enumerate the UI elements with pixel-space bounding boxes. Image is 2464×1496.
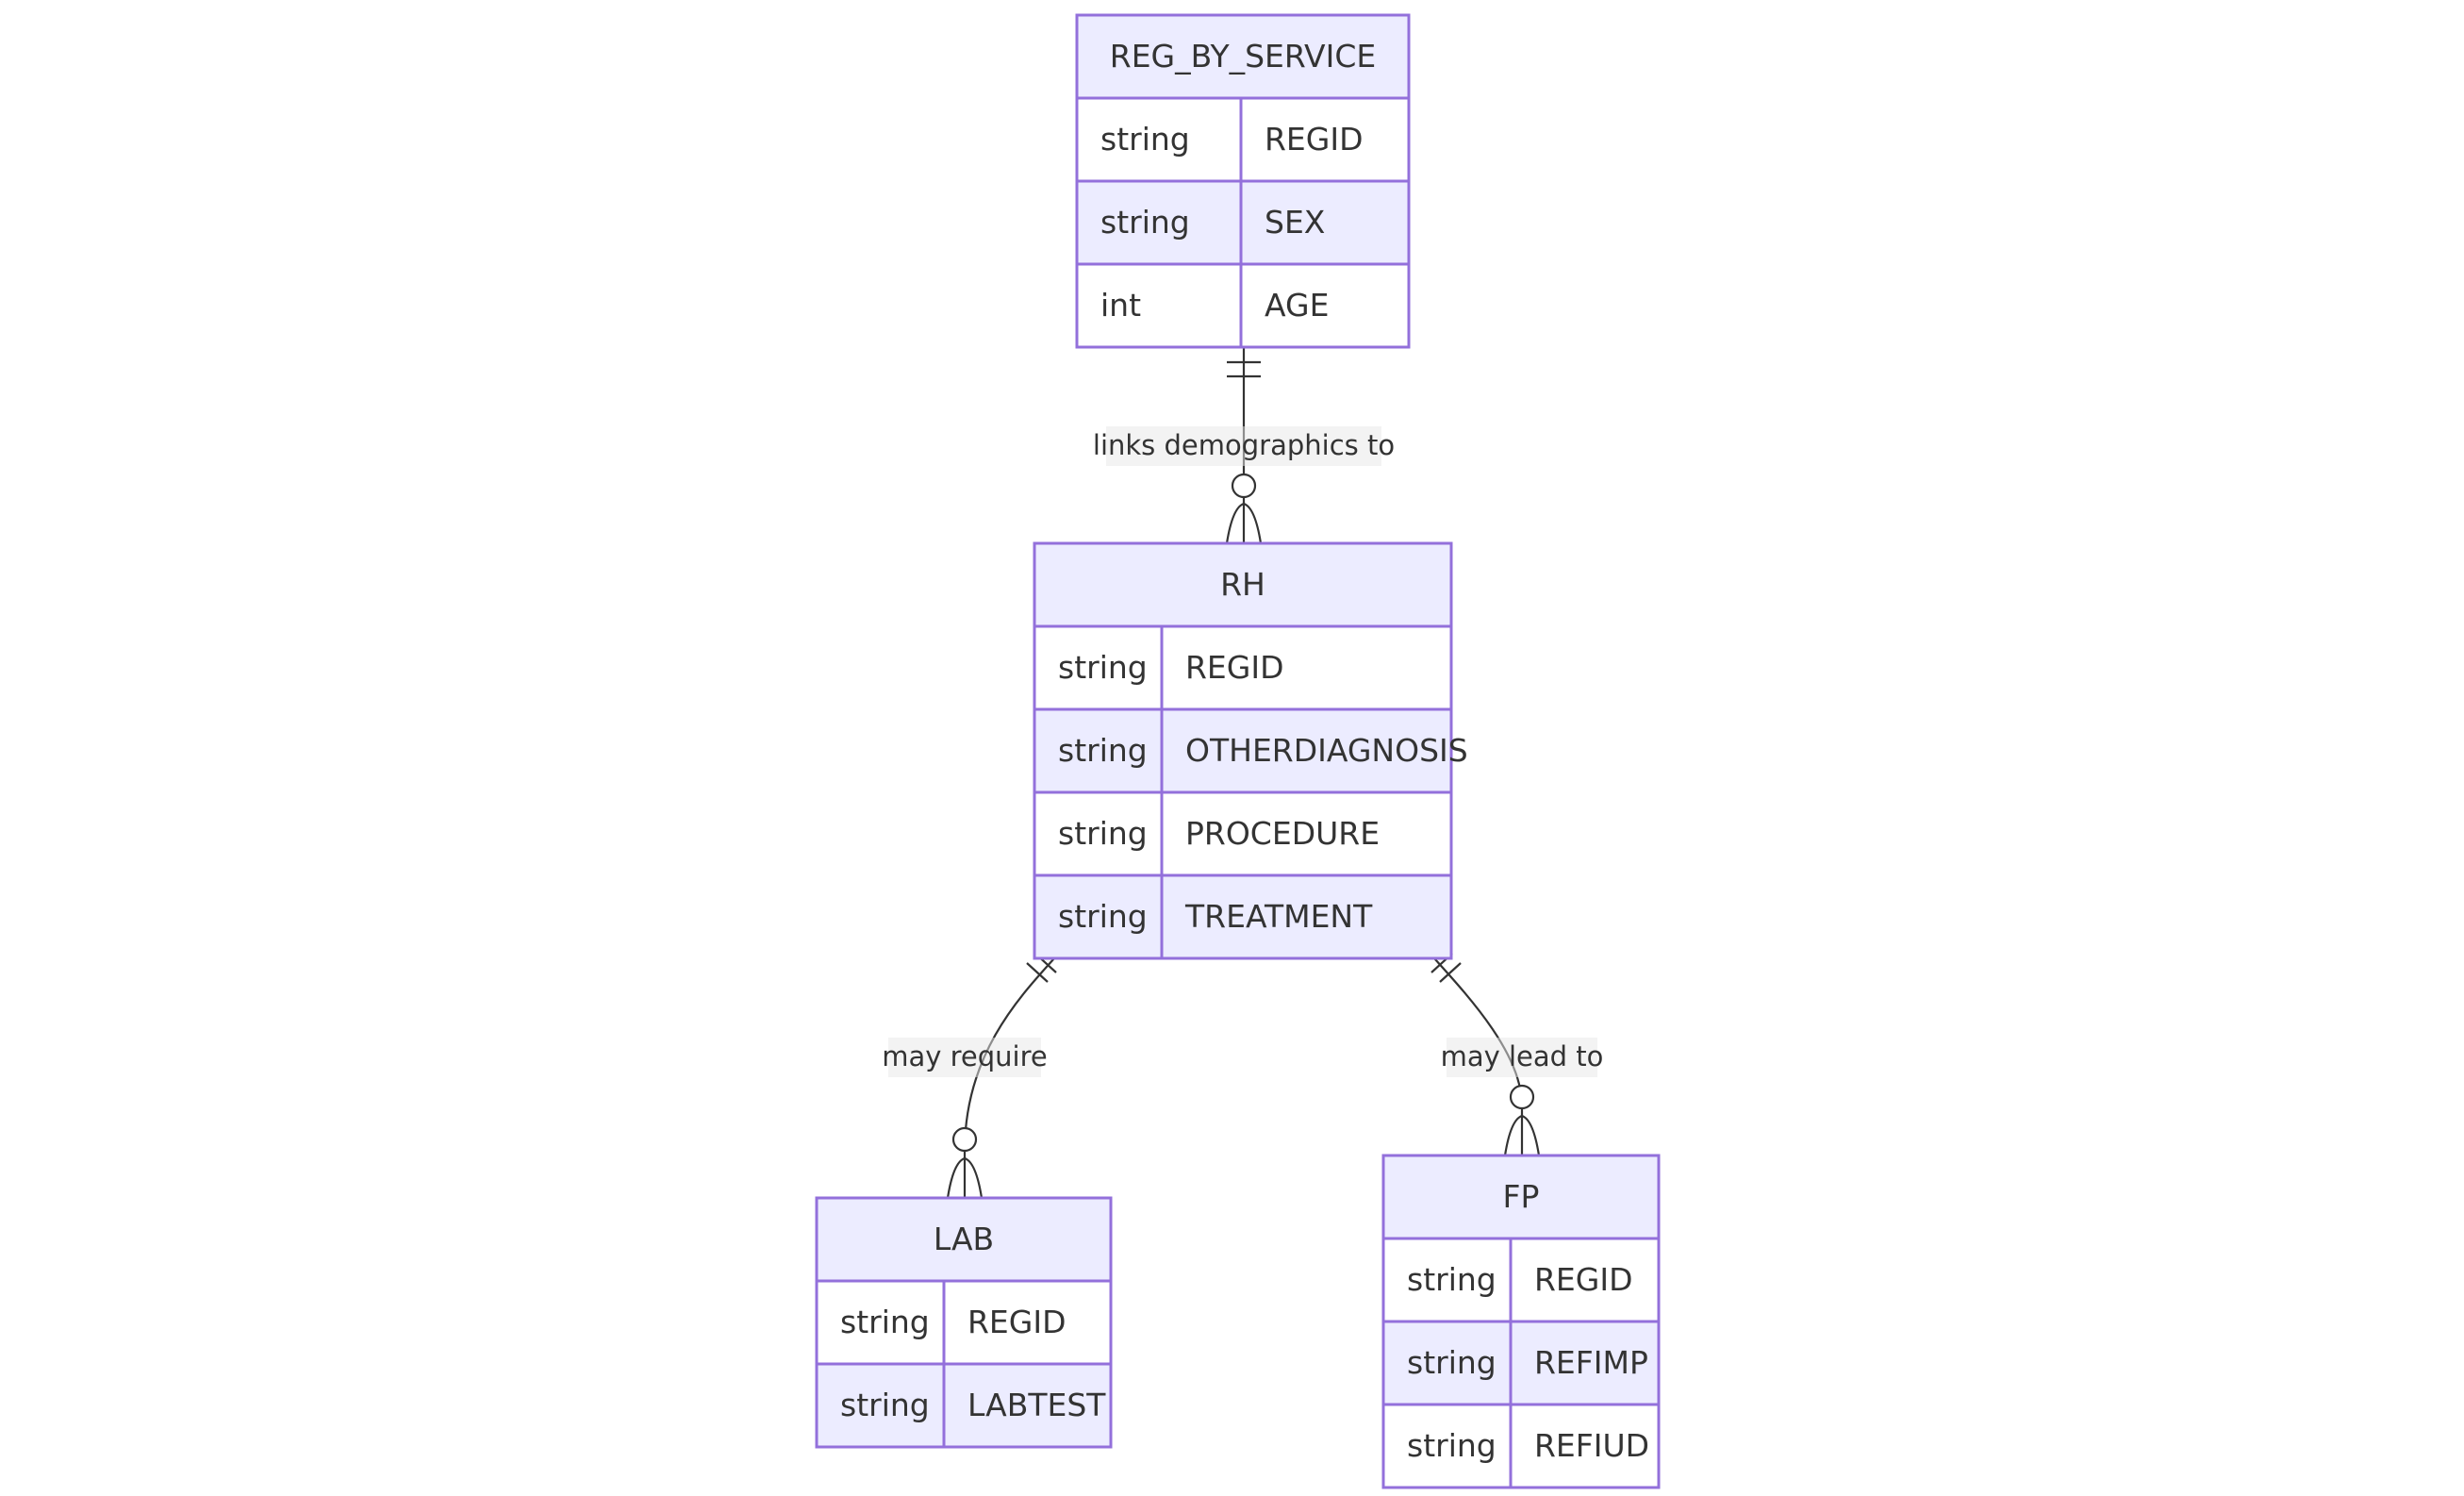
cardinality-one-marker [1439,962,1462,983]
attribute-type: string [1058,732,1148,769]
attribute-name: TREATMENT [1184,898,1373,935]
cardinality-many-marker [1225,502,1263,544]
attribute-type: string [1058,815,1148,852]
relationship-label-links-demographics: links demographics to [1093,426,1395,466]
entity-title: FP [1503,1178,1540,1215]
attribute-name: REGID [1265,121,1364,158]
attribute-name: REFIMP [1534,1344,1648,1381]
entity-title: RH [1220,566,1265,603]
entity-lab[interactable]: LAB string REGID string LABTEST [815,1196,1113,1449]
cardinality-zero-marker [1509,1084,1535,1110]
attribute-name: REGID [1185,649,1284,686]
attribute-name: REGID [1534,1261,1633,1298]
relationship-label: may lead to [1441,1040,1604,1072]
attribute-type: int [1100,287,1141,324]
relationship-label: may require [882,1040,1048,1072]
cardinality-many-marker [946,1156,984,1199]
entity-rh[interactable]: RH string REGID string OTHERDIAGNOSIS st… [1033,541,1468,960]
relationship-rh-to-lab [946,953,1057,1199]
attribute-type: string [1058,649,1148,686]
entity-reg-by-service[interactable]: REG_BY_SERVICE string REGID string SEX i… [1075,13,1411,349]
attribute-type: string [1058,898,1148,935]
entity-fp[interactable]: FP string REGID string REFIMP string REF… [1381,1154,1661,1489]
cardinality-zero-marker [1231,473,1257,499]
attribute-name: OTHERDIAGNOSIS [1185,732,1468,769]
attribute-name: SEX [1265,204,1325,241]
relationship-rh-to-fp [1430,953,1541,1156]
cardinality-zero-marker [951,1126,978,1153]
relationship-line [963,957,1055,1198]
relationship-label: links demographics to [1093,429,1395,461]
attribute-type: string [1407,1261,1497,1298]
attribute-type: string [840,1304,930,1340]
attribute-type: string [1407,1344,1497,1381]
entity-title: REG_BY_SERVICE [1110,38,1376,75]
attribute-type: string [1407,1427,1497,1464]
attribute-name: REFIUD [1534,1427,1649,1464]
attribute-name: REGID [967,1304,1067,1340]
cardinality-one-marker [1026,962,1049,983]
attribute-type: string [1100,204,1190,241]
attribute-type: string [840,1387,930,1423]
attribute-name: AGE [1265,287,1329,324]
attribute-name: PROCEDURE [1185,815,1380,852]
cardinality-many-marker [1503,1114,1541,1156]
relationship-label-may-lead-to: may lead to [1441,1038,1604,1077]
attribute-name: LABTEST [967,1387,1106,1423]
attribute-type: string [1100,121,1190,158]
entity-title: LAB [934,1221,994,1257]
relationship-label-may-require: may require [882,1038,1048,1077]
